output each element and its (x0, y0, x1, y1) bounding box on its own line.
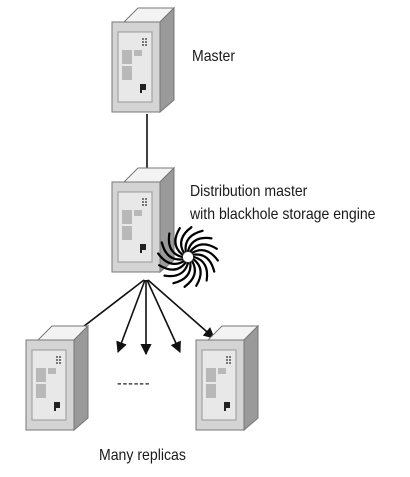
blackhole-swirl-arm (189, 243, 218, 253)
arrow-to-right-replica (147, 279, 215, 339)
replicas-ellipsis: ------ (117, 375, 151, 392)
blackhole-swirl-arm (172, 261, 192, 285)
blackhole-swirl-arm (163, 261, 190, 278)
blackhole-center (183, 252, 193, 262)
arrow-to-replica-4 (146, 279, 181, 354)
blackhole-swirl-arm (183, 260, 196, 288)
blackhole-swirl-arm (192, 255, 209, 282)
master-server-icon (111, 7, 175, 113)
blackhole-swirl-arm (158, 261, 187, 271)
blackhole-swirl-arm (167, 232, 184, 259)
master-label: Master (192, 48, 236, 65)
right-replica-server-icon (195, 325, 259, 431)
blackhole-swirl-arm (192, 258, 202, 287)
blackhole-swirl-arm (174, 227, 184, 256)
blackhole-swirl-arm (180, 226, 193, 254)
blackhole-swirl-arm (160, 241, 184, 261)
blackhole-swirl-arm (186, 236, 213, 253)
arrow-to-replica-2 (116, 279, 146, 354)
distribution-master-label-line-1: Distribution master (190, 183, 308, 200)
blackhole-swirl-arm (184, 229, 204, 253)
left-replica-server-icon (25, 325, 89, 431)
distribution-master-server-icon (111, 167, 175, 273)
distribution-master-label-line-2: with blackhole storage engine (190, 206, 376, 223)
blackhole-swirl-icon (157, 226, 219, 288)
blackhole-swirl-arm (191, 249, 219, 262)
blackhole-swirl-arm (157, 252, 185, 265)
blackhole-swirl-arm (192, 253, 216, 273)
many-replicas-label: Many replicas (99, 447, 186, 464)
